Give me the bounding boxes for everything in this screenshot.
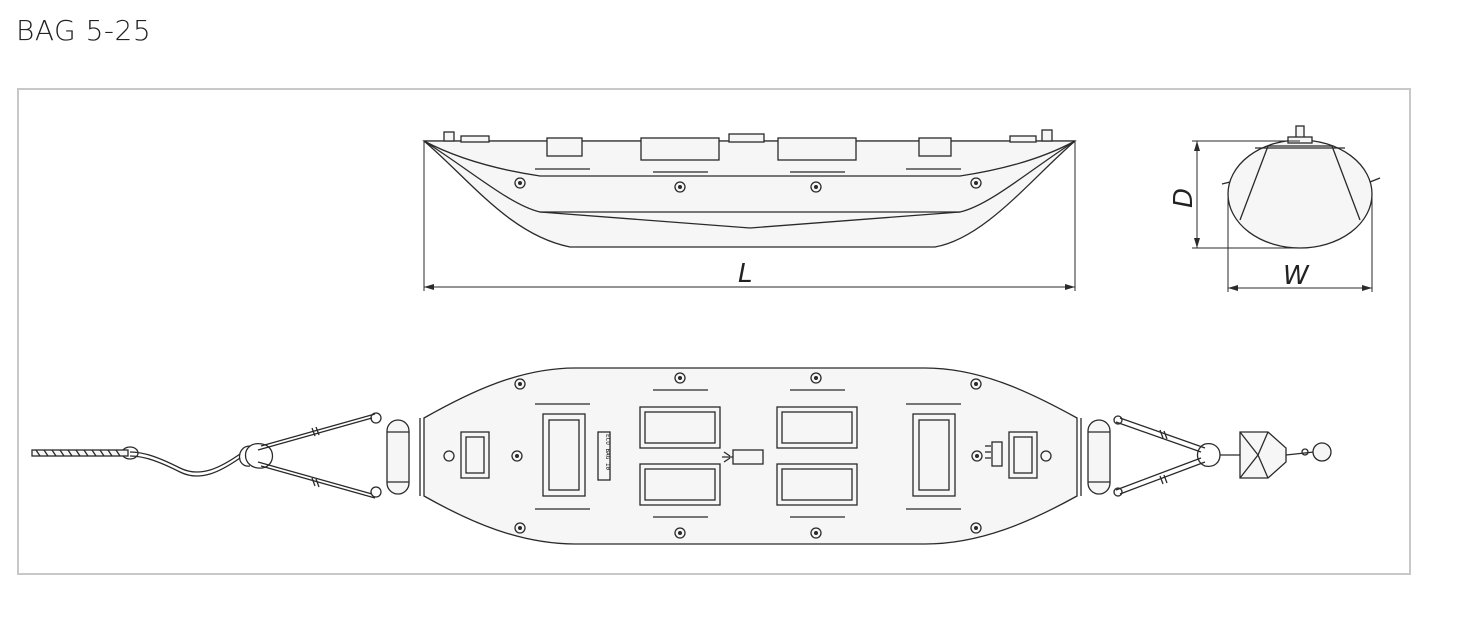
page-title: BAG 5-25: [16, 14, 152, 47]
drawing-frame: [17, 88, 1411, 575]
side-view: L: [422, 129, 1077, 291]
top-view: ECO BAG 10: [31, 367, 1332, 545]
length-label: L: [738, 259, 753, 289]
drogue-anchor: [1239, 431, 1287, 479]
right-fender: [1087, 419, 1111, 495]
side-hull: [422, 140, 1077, 248]
right-bridle: [1113, 415, 1332, 497]
depth-label: D: [1169, 188, 1199, 208]
depth-dimension: D: [1169, 140, 1300, 249]
top-grommets: [443, 372, 1052, 539]
left-fender: [386, 419, 410, 495]
side-top-fittings: [443, 129, 1053, 173]
length-dimension: L: [423, 141, 1076, 291]
width-dimension: W: [1227, 194, 1373, 292]
svg-text:ECO BAG 10: ECO BAG 10: [604, 434, 611, 471]
eco-bag-logo: ECO BAG 10: [597, 431, 611, 481]
end-view: D W: [1169, 125, 1381, 292]
left-bridle: [31, 412, 382, 499]
width-label: W: [1283, 261, 1310, 291]
side-grommets: [514, 177, 982, 193]
